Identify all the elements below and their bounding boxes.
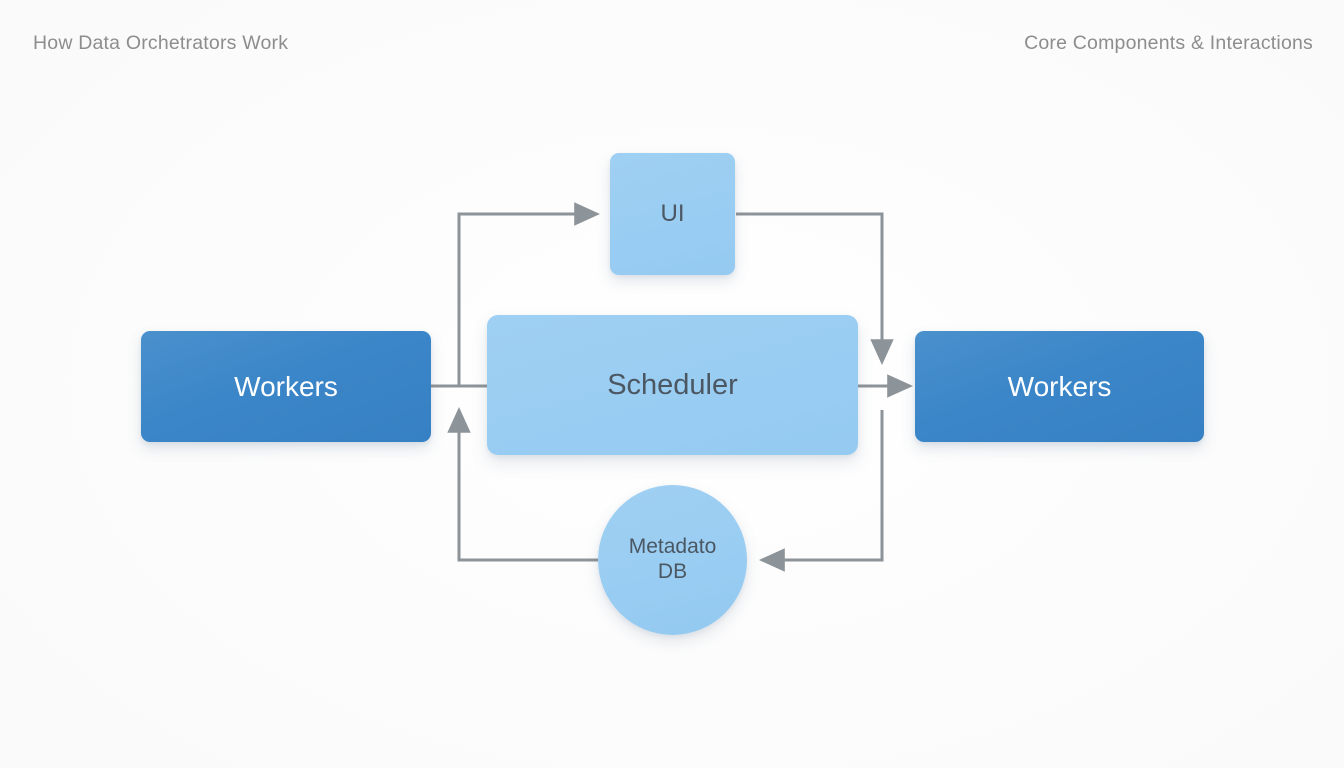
node-ui-label: UI xyxy=(660,199,685,227)
node-metadata-db-label: Metadato DB xyxy=(628,535,717,583)
node-metadata-db[interactable]: Metadato DB xyxy=(598,485,747,635)
connector-workers-right-to-metadata-db xyxy=(758,410,884,572)
node-workers-right-label: Workers xyxy=(1007,370,1112,402)
node-scheduler-label: Scheduler xyxy=(607,368,738,401)
node-scheduler[interactable]: Scheduler xyxy=(487,315,858,455)
connector-ui-to-workers-right xyxy=(736,212,894,366)
node-workers-left[interactable]: Workers xyxy=(141,331,431,442)
connector-metadata-db-to-scheduler xyxy=(447,406,598,562)
node-workers-right[interactable]: Workers xyxy=(915,331,1204,442)
node-workers-left-label: Workers xyxy=(234,370,338,402)
node-ui[interactable]: UI xyxy=(610,153,735,275)
